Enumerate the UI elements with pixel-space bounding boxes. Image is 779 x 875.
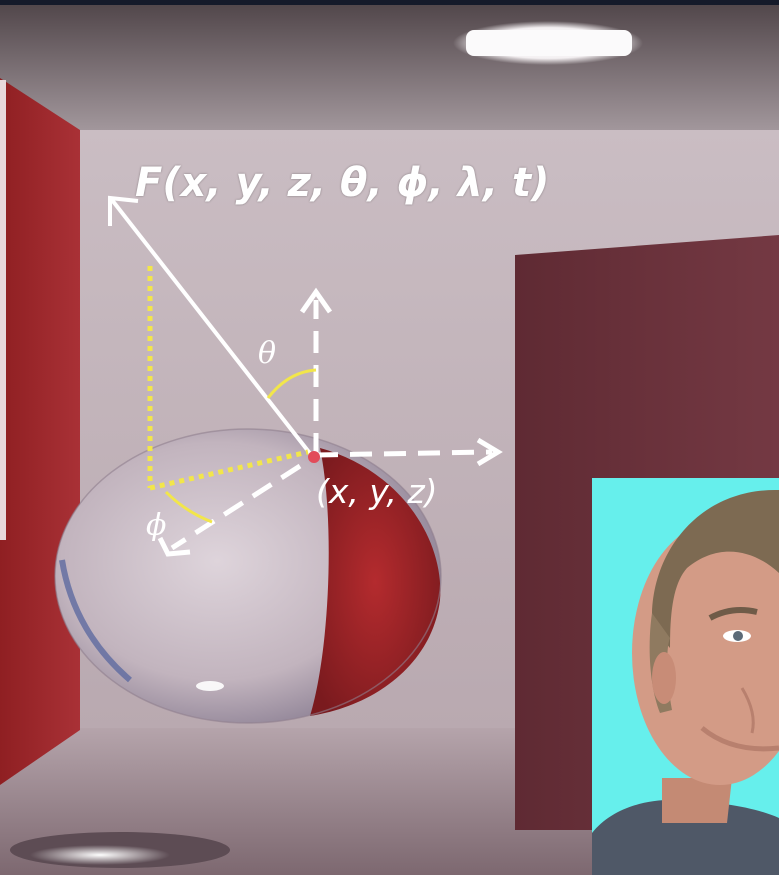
direction-diagram	[108, 195, 503, 557]
presenter-photo	[592, 489, 779, 875]
phi-label: ϕ	[146, 508, 167, 543]
function-label: F(x, y, z, θ, ϕ, λ, t)	[135, 160, 550, 206]
glass-sphere	[54, 428, 442, 724]
point-label: (x, y, z)	[316, 472, 438, 511]
theta-label: θ	[258, 336, 277, 371]
presenter-webcam-overlay	[592, 478, 779, 875]
